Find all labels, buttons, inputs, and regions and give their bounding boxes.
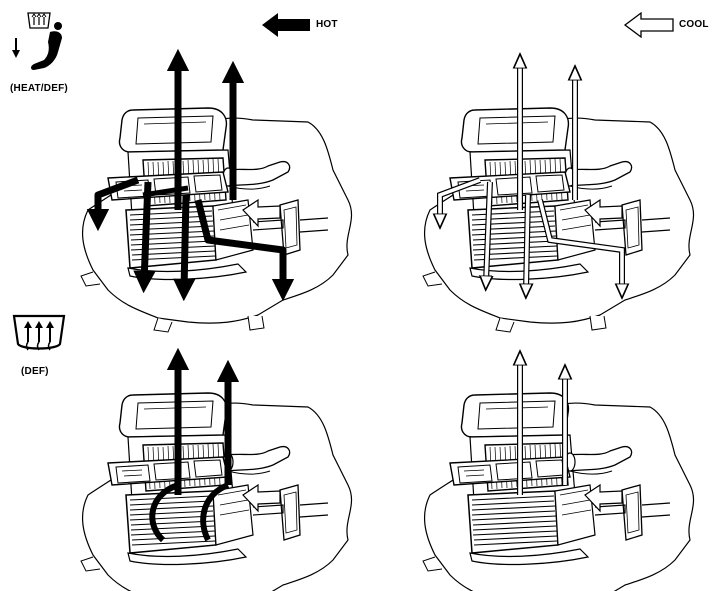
def-mode-label: (DEF) [21, 366, 49, 377]
hot-legend [262, 13, 310, 37]
hot-label: HOT [316, 19, 338, 30]
cool-airflow-arrows [440, 62, 622, 290]
panel-def-cool [422, 359, 695, 591]
panel-heat-def-cool [422, 62, 695, 333]
cool-airflow-arrows [520, 359, 565, 495]
hot-arrow-icon [262, 13, 310, 37]
panel-def-hot [80, 347, 353, 591]
cool-arrow-icon [623, 11, 674, 39]
hot-airflow-arrows [149, 347, 240, 543]
panel-heat-def-hot [80, 48, 353, 333]
heat-def-mode-label: (HEAT/DEF) [10, 83, 68, 94]
windshield-defrost-icon [12, 314, 66, 351]
hot-airflow-arrows [86, 48, 295, 302]
cool-label: COOL [679, 19, 709, 30]
cool-legend [623, 11, 674, 39]
heat-defrost-mode-icon [12, 12, 62, 70]
